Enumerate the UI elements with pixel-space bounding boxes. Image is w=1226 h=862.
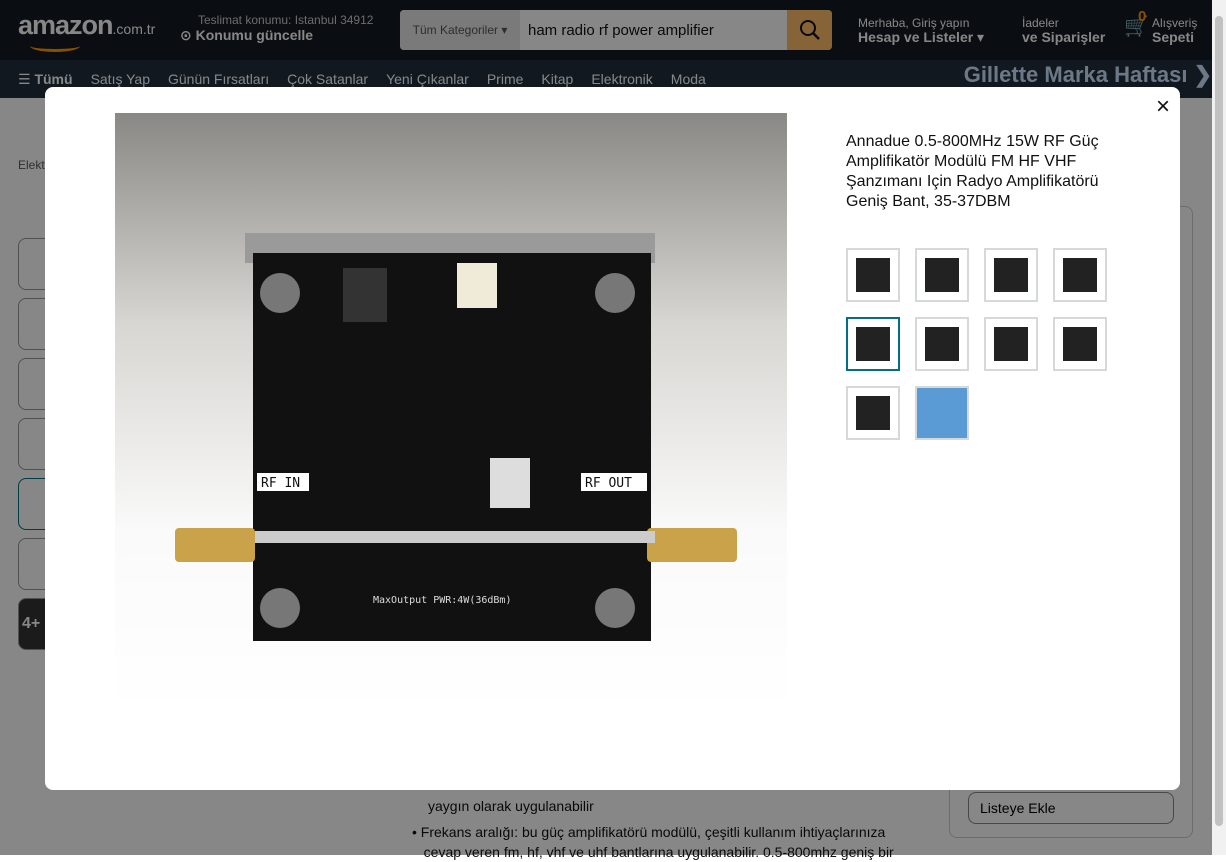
scrollbar-thumb[interactable] bbox=[1215, 16, 1223, 826]
product-title: Annadue 0.5-800MHz 15W RF Güç Amplifikat… bbox=[846, 133, 1099, 210]
nav-item[interactable]: Moda bbox=[670, 71, 706, 87]
search-input[interactable]: ham radio rf power amplifier bbox=[528, 21, 714, 39]
thumbnail[interactable] bbox=[846, 386, 900, 440]
orders-label: ve Siparişler bbox=[1022, 29, 1106, 45]
delivery-location[interactable]: Teslimat konumu: Istanbul 34912 ⊙ Konumu … bbox=[180, 13, 373, 44]
max-output-label: MaxOutput PWR:4W(36dBm) bbox=[373, 595, 511, 606]
bullet-text: yaygın olarak uygulanabilir bbox=[428, 798, 594, 814]
breadcrumb[interactable]: Elekt bbox=[18, 158, 45, 172]
logo-smile-icon bbox=[30, 40, 80, 52]
returns-label: İadeler bbox=[1022, 16, 1059, 30]
logo-tld: .com.tr bbox=[112, 21, 156, 37]
rf-out-label: RF OUT bbox=[585, 476, 632, 491]
rf-in-label: RF IN bbox=[261, 476, 300, 491]
thumbnail[interactable] bbox=[846, 248, 900, 302]
scrollbar[interactable] bbox=[1212, 0, 1226, 855]
nav-item[interactable]: Elektronik bbox=[591, 71, 653, 87]
nav-item[interactable]: Satış Yap bbox=[90, 71, 150, 87]
thumbnail[interactable] bbox=[1053, 248, 1107, 302]
nav-item[interactable]: Çok Satanlar bbox=[287, 71, 369, 87]
search-icon bbox=[799, 20, 820, 40]
delivery-label: Teslimat konumu: Istanbul 34912 bbox=[198, 13, 374, 27]
nav-item[interactable]: Kitap bbox=[541, 71, 574, 87]
nav-item[interactable]: Prime bbox=[486, 71, 524, 87]
account-label: Hesap ve Listeler bbox=[858, 29, 974, 45]
nav-item[interactable]: Günün Fırsatları bbox=[167, 71, 270, 87]
thumbnail[interactable] bbox=[915, 248, 969, 302]
close-button[interactable]: × bbox=[1155, 93, 1170, 120]
thumbnail-selected[interactable] bbox=[846, 317, 900, 371]
pcb-board bbox=[253, 253, 651, 641]
thumbnail[interactable] bbox=[984, 317, 1038, 371]
thumbnail[interactable] bbox=[1053, 317, 1107, 371]
add-to-list-button[interactable]: Listeye Ekle bbox=[968, 792, 1174, 824]
image-viewer-modal: × RF IN RF OUT MaxOutput PWR:4W(36dBm) A… bbox=[45, 87, 1180, 790]
delivery-action: Konumu güncelle bbox=[195, 27, 314, 43]
header: amazon.com.tr Teslimat konumu: Istanbul … bbox=[0, 0, 1212, 60]
logo-text: amazon bbox=[18, 10, 114, 40]
cart-icon: 🛒 bbox=[1124, 16, 1149, 38]
all-label: Tümü bbox=[34, 70, 73, 87]
cart-label: Sepeti bbox=[1152, 29, 1195, 45]
all-menu-button[interactable]: ☰ Tümü bbox=[18, 71, 73, 88]
thumbnail-grid bbox=[846, 248, 1107, 440]
hamburger-icon: ☰ bbox=[18, 70, 31, 87]
thumbnail[interactable] bbox=[915, 317, 969, 371]
bullet-text: Frekans aralığı: bu güç amplifikatörü mo… bbox=[420, 824, 886, 840]
nav-item[interactable]: Yeni Çıkanlar bbox=[386, 71, 469, 87]
cart-top-label: Alışveriş bbox=[1152, 16, 1198, 30]
category-label: Tüm Kategoriler bbox=[412, 23, 498, 37]
location-pin-icon: ⊙ bbox=[180, 27, 192, 43]
amazon-logo[interactable]: amazon.com.tr bbox=[18, 10, 155, 41]
cart-count: 0 bbox=[1138, 8, 1147, 25]
category-select[interactable]: Tüm Kategoriler ▾ bbox=[400, 10, 520, 50]
search-button[interactable] bbox=[787, 10, 832, 50]
greeting: Merhaba, Giriş yapın bbox=[858, 16, 970, 30]
thumbnail[interactable] bbox=[984, 248, 1038, 302]
main-product-image: RF IN RF OUT MaxOutput PWR:4W(36dBm) bbox=[115, 113, 787, 713]
thumbnail[interactable] bbox=[915, 386, 969, 440]
search-bar: Tüm Kategoriler ▾ ham radio rf power amp… bbox=[400, 10, 832, 50]
promo-banner[interactable]: Gillette Marka Haftası ❯ bbox=[963, 62, 1212, 87]
